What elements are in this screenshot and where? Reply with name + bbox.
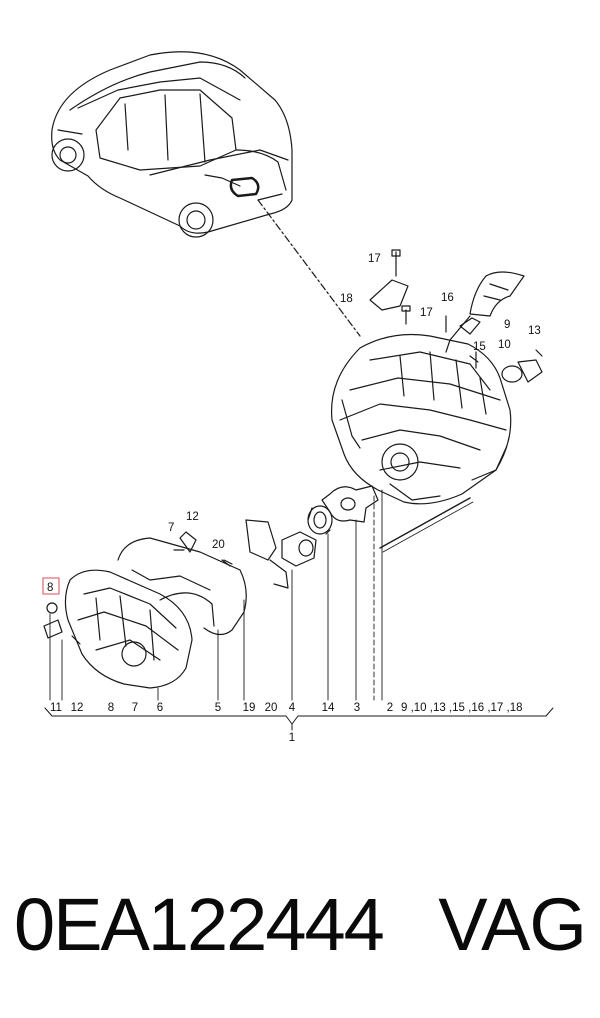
label-8-highlighted: 8 (47, 582, 53, 594)
brand-name: VAG (438, 883, 587, 966)
label-12-top: 12 (186, 511, 199, 523)
label-11: 11 (50, 702, 62, 714)
shift-cable (445, 271, 525, 353)
label-9: 9 (504, 319, 510, 331)
label-7-top: 7 (168, 522, 174, 534)
gasket (117, 537, 247, 636)
label-14: 14 (322, 702, 335, 714)
part-number: 0EA122444 (14, 883, 385, 966)
label-10: 10 (498, 339, 511, 351)
label-8: 8 (108, 702, 114, 714)
label-16: 16 (441, 292, 454, 304)
label-17-mid: 17 (420, 307, 433, 319)
upper-bracket (173, 519, 277, 565)
cover-housing (64, 569, 193, 689)
small-fasteners (43, 559, 231, 645)
label-15: 15 (473, 341, 486, 353)
label-20: 20 (265, 702, 278, 714)
label-4: 4 (289, 702, 296, 714)
label-17-top: 17 (368, 253, 381, 265)
label-12: 12 (71, 702, 84, 714)
top-bracket (369, 249, 411, 325)
leader-lines (49, 489, 383, 701)
callout-labels: 17 18 17 16 15 9 10 13 12 7 20 8 11 12 8… (47, 253, 541, 744)
highlight-box (42, 577, 60, 595)
label-2: 2 (387, 702, 393, 714)
label-group-rest: 9 ,10 ,13 ,15 ,16 ,17 ,18 (401, 702, 523, 714)
label-7: 7 (132, 702, 138, 714)
label-20-top: 20 (212, 539, 225, 551)
label-3: 3 (354, 702, 360, 714)
sensor-parts (469, 349, 543, 383)
flange-and-seal (307, 485, 379, 535)
label-6: 6 (157, 702, 163, 714)
label-13: 13 (528, 325, 541, 337)
label-19: 19 (243, 702, 256, 714)
label-assembly-1: 1 (289, 732, 295, 744)
label-5: 5 (215, 702, 221, 714)
car-illustration (51, 51, 293, 238)
label-18: 18 (340, 293, 353, 305)
exploded-parts-diagram: 17 18 17 16 15 9 10 13 12 7 20 8 11 12 8… (42, 51, 554, 744)
adapter-part (269, 531, 317, 589)
transmission-housing (330, 333, 512, 505)
